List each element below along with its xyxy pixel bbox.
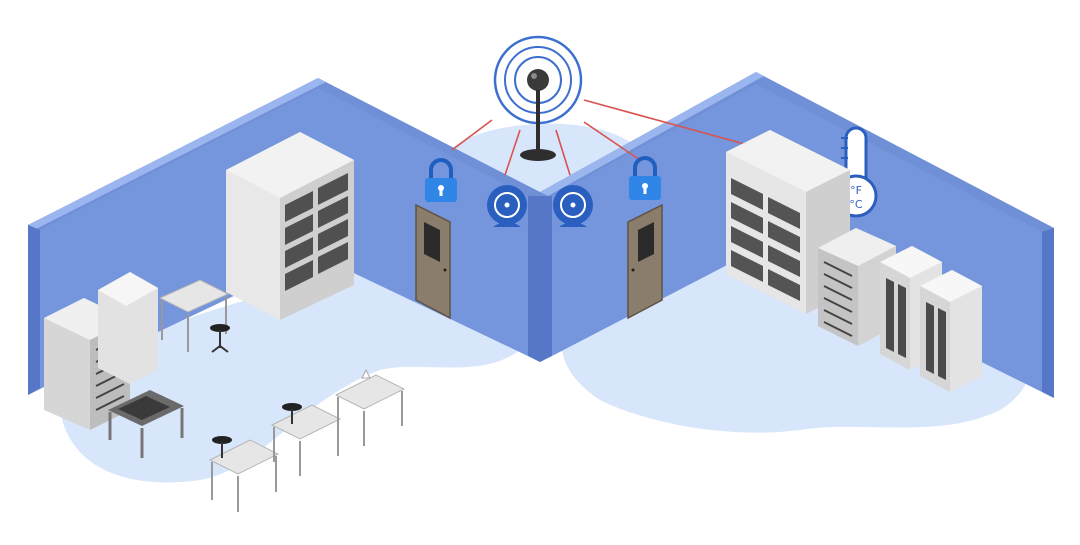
- rack-cabinet-left: [44, 272, 158, 430]
- wall-corner: [528, 196, 552, 362]
- lock-icon: [629, 156, 661, 200]
- unit-celsius: °C: [849, 198, 863, 211]
- door-right: [627, 203, 663, 320]
- lab-table: [158, 279, 230, 352]
- antenna-icon: [493, 35, 583, 161]
- right-wall-top: [540, 72, 764, 196]
- lab-stool: [212, 436, 232, 458]
- lock-icon: [425, 158, 457, 202]
- lab-stool: [210, 324, 230, 353]
- right-wall-edge: [1042, 228, 1054, 398]
- lab-table: [334, 368, 406, 446]
- camera-icon: [487, 185, 527, 227]
- tall-cabinet: [920, 270, 982, 392]
- lab-table: [208, 439, 280, 512]
- sink-unit: [108, 390, 184, 458]
- left-wall-top: [28, 78, 326, 229]
- left-wall-edge: [28, 225, 40, 395]
- camera-icon: [553, 185, 593, 227]
- rack-cabinet-right: [818, 228, 896, 346]
- door-left: [415, 203, 451, 320]
- unit-fahrenheit: °F: [850, 184, 862, 197]
- tall-cabinet: [880, 246, 942, 370]
- storage-cabinet-left: [226, 132, 354, 320]
- lab-stool: [282, 403, 302, 424]
- storage-cabinet-right: [726, 130, 850, 314]
